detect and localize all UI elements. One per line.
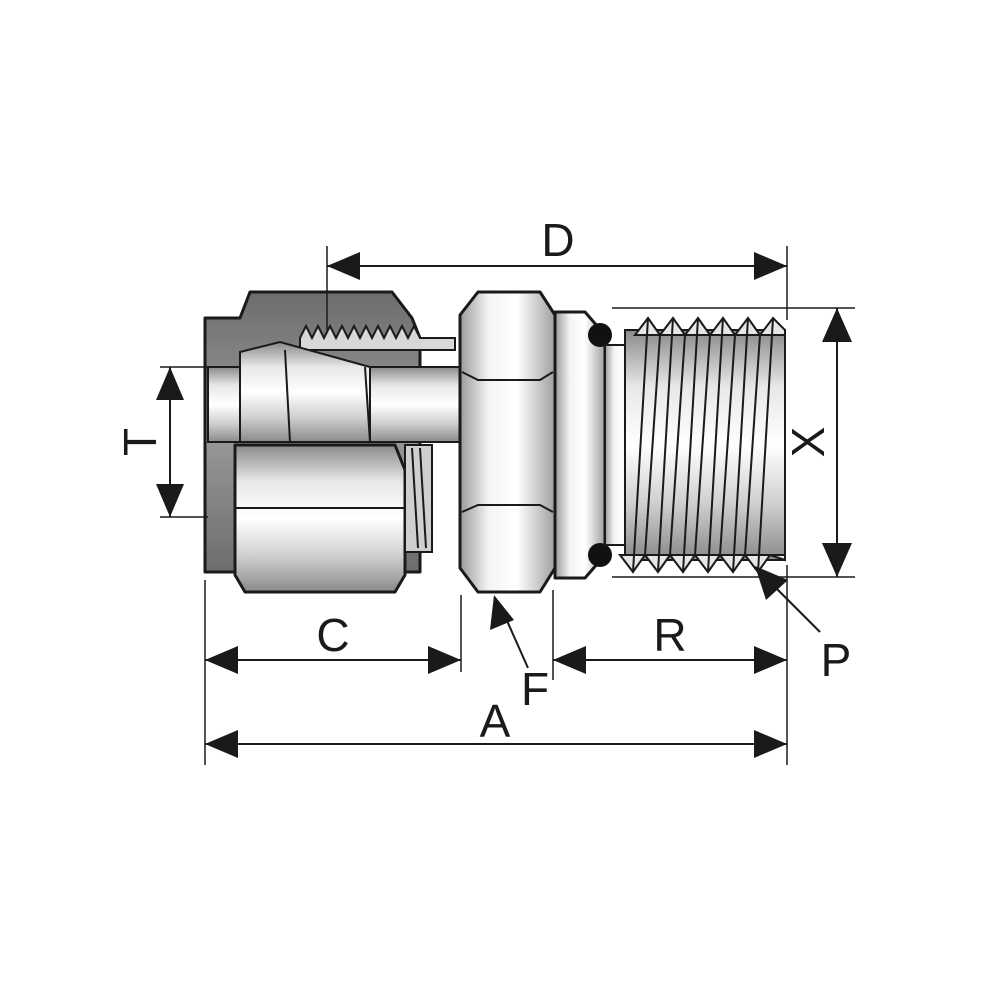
dim-t-arrow-top bbox=[156, 367, 184, 400]
ferrule bbox=[239, 340, 371, 443]
dim-f-arrow bbox=[490, 595, 514, 630]
dim-a-label: A bbox=[480, 695, 511, 747]
dim-a-arrow-right bbox=[754, 730, 787, 758]
dim-c-arrow-left bbox=[205, 646, 238, 674]
dim-x-arrow-top bbox=[822, 308, 852, 342]
dim-d-arrow-left bbox=[327, 252, 360, 280]
nut-thread-top bbox=[299, 323, 456, 351]
body-hex-face-bottom bbox=[461, 504, 554, 513]
dim-t-arrow-bottom bbox=[156, 484, 184, 517]
dim-c-label: C bbox=[316, 609, 349, 661]
thread-crests-bottom bbox=[617, 553, 786, 574]
dim-r-arrow-left bbox=[553, 646, 586, 674]
dim-x-label: X bbox=[782, 427, 834, 458]
dim-r-label: R bbox=[653, 609, 686, 661]
dim-t-label: T bbox=[114, 428, 166, 456]
ferrule-line-2 bbox=[364, 366, 371, 443]
body-hex bbox=[458, 290, 557, 594]
dim-c-arrow-right bbox=[428, 646, 461, 674]
dim-a-arrow-left bbox=[205, 730, 238, 758]
o-ring-top bbox=[588, 323, 612, 347]
dim-f-label: F bbox=[521, 663, 549, 715]
o-ring-bottom bbox=[588, 543, 612, 567]
ferrule-line-1 bbox=[284, 349, 291, 443]
nut-hex-lower bbox=[233, 443, 407, 594]
body-hex-face-top bbox=[461, 371, 554, 381]
dim-p-arrow bbox=[755, 566, 788, 600]
thread-line bbox=[419, 447, 427, 549]
body-collar bbox=[553, 310, 607, 580]
thread-line bbox=[411, 447, 419, 549]
thread-helix bbox=[632, 317, 774, 573]
nut-thread-bottom bbox=[404, 444, 433, 553]
dim-p-label: P bbox=[821, 634, 852, 686]
dim-d-arrow-right bbox=[754, 252, 787, 280]
dim-x-arrow-bottom bbox=[822, 543, 852, 577]
dim-r-arrow-right bbox=[754, 646, 787, 674]
dim-p-leader bbox=[769, 581, 821, 633]
dim-d-label: D bbox=[541, 214, 574, 266]
